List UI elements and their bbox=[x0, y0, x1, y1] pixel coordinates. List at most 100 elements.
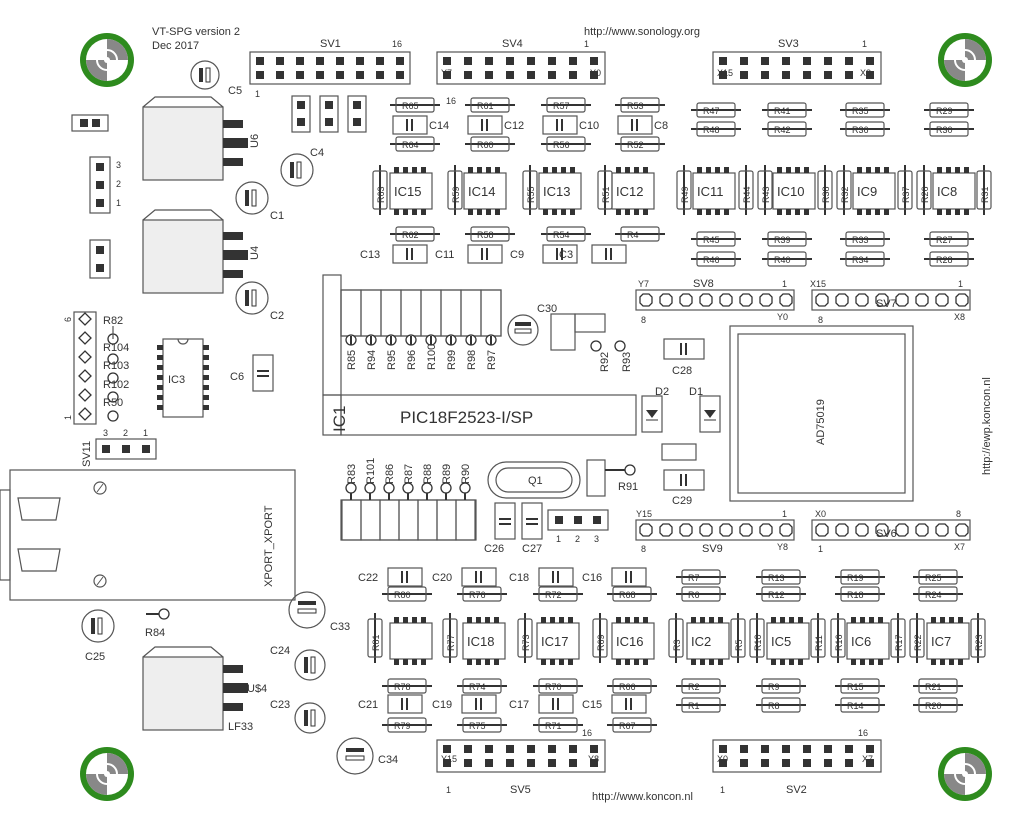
resistor-r30-label: R30 bbox=[936, 125, 953, 135]
capacitor-c10-label: C10 bbox=[579, 120, 599, 132]
jumper-vertical-2[interactable] bbox=[319, 95, 339, 133]
c30-label: C30 bbox=[537, 303, 557, 315]
header-sv6[interactable] bbox=[811, 519, 971, 541]
resistor-r49-label: R49 bbox=[680, 186, 690, 203]
url-top: http://www.sonology.org bbox=[584, 26, 700, 38]
header-6pin-left[interactable] bbox=[73, 311, 97, 425]
resistor-r5-label: R5 bbox=[734, 639, 744, 651]
capacitor-c12: C12 bbox=[467, 115, 524, 135]
c5-label: C5 bbox=[228, 85, 242, 97]
resistor-r24: R24 bbox=[913, 586, 963, 602]
resistor-r9-label: R9 bbox=[768, 682, 780, 692]
sv4-pin16: 16 bbox=[446, 96, 456, 106]
resistor-r100-label: R100 bbox=[426, 344, 438, 370]
c1-label: C1 bbox=[270, 210, 284, 222]
ic-ic5-label: IC5 bbox=[771, 634, 791, 649]
sv6-pin1: 1 bbox=[818, 544, 823, 554]
resistor-r48-label: R48 bbox=[703, 125, 720, 135]
resistor-r39-label: R39 bbox=[774, 235, 791, 245]
xport-label: XPORT_XPORT bbox=[263, 505, 275, 587]
resistor-r84 bbox=[146, 608, 170, 620]
ic3-label: IC3 bbox=[168, 374, 185, 386]
r102-label: R102 bbox=[103, 379, 129, 391]
resistor-r43-label: R43 bbox=[761, 186, 771, 203]
capacitor-c11: C11 bbox=[435, 244, 503, 264]
resistor-r25-label: R25 bbox=[925, 573, 942, 583]
resistor-r34: R34 bbox=[840, 251, 890, 267]
c4-label: C4 bbox=[310, 147, 324, 159]
resistor-r56: R56 bbox=[541, 136, 591, 152]
resistor-r56-label: R56 bbox=[553, 140, 570, 150]
resistor-r67: R67 bbox=[607, 717, 657, 733]
header-sv4[interactable] bbox=[436, 51, 606, 85]
jumper-vertical-1[interactable] bbox=[291, 95, 311, 133]
sv7-pin1: 1 bbox=[958, 279, 963, 289]
sv11-pin1: 1 bbox=[143, 428, 148, 438]
header-sv8[interactable] bbox=[635, 289, 795, 311]
capacitor-c12-label: C12 bbox=[504, 120, 524, 132]
sv5-label: SV5 bbox=[510, 784, 531, 796]
sv7-pin8: 8 bbox=[818, 315, 823, 325]
resistor-r72-label: R72 bbox=[545, 590, 562, 600]
ic-ic14-label: IC14 bbox=[468, 184, 495, 199]
resistor-r39: R39 bbox=[762, 231, 812, 247]
resistor-r3-label: R3 bbox=[672, 639, 682, 651]
resistor-r6: R6 bbox=[676, 586, 726, 602]
resistor-r13-label: R13 bbox=[768, 573, 785, 583]
resistor-r60: R60 bbox=[465, 136, 515, 152]
resistor-r45-label: R45 bbox=[703, 235, 720, 245]
resistor-r14: R14 bbox=[835, 697, 885, 713]
capacitor-c10: C10 bbox=[542, 115, 599, 135]
capacitor-c3-label: C3 bbox=[559, 249, 573, 261]
resistor-r77: R77 bbox=[442, 613, 458, 663]
resistor-r70: R70 bbox=[533, 678, 583, 694]
jumper-3pin-middle[interactable] bbox=[547, 509, 609, 531]
resistor-r69-label: R69 bbox=[596, 634, 606, 651]
jumper-vertical-3[interactable] bbox=[347, 95, 367, 133]
sv9-pin1: 1 bbox=[782, 509, 787, 519]
header-sv1[interactable] bbox=[249, 51, 411, 85]
resistor-r58-label: R58 bbox=[477, 230, 494, 240]
resistor-r64-label: R64 bbox=[402, 140, 419, 150]
ic-ic9-label: IC9 bbox=[857, 184, 877, 199]
resistor-r24-label: R24 bbox=[925, 590, 942, 600]
resistor-r17-label: R17 bbox=[894, 634, 904, 651]
capacitor-c13-label: C13 bbox=[360, 249, 380, 261]
capacitor-c9: C9 bbox=[510, 244, 578, 264]
resistor-r95-label: R95 bbox=[386, 350, 398, 370]
r104-label: R104 bbox=[103, 342, 129, 354]
resistor-r13: R13 bbox=[756, 569, 806, 585]
c25-label: C25 bbox=[85, 651, 105, 663]
resistor-r32: R32 bbox=[836, 165, 852, 215]
resistor-r26: R26 bbox=[916, 165, 932, 215]
resistor-r66: R66 bbox=[607, 678, 657, 694]
resistor-r21: R21 bbox=[913, 678, 963, 694]
resistor-r17: R17 bbox=[890, 613, 906, 663]
capacitor-c18: C18 bbox=[509, 567, 574, 587]
header-sv3[interactable] bbox=[712, 51, 882, 85]
header-sv11[interactable] bbox=[95, 438, 157, 460]
jumper-row-top[interactable] bbox=[291, 95, 367, 133]
resistor-r59: R59 bbox=[447, 165, 463, 215]
header-sv7[interactable] bbox=[811, 289, 971, 311]
resistor-r47: R47 bbox=[691, 102, 741, 118]
sv3-label: SV3 bbox=[778, 38, 799, 50]
resistor-r29-label: R29 bbox=[936, 106, 953, 116]
header-sv2[interactable] bbox=[712, 739, 882, 773]
header-3pin-left[interactable] bbox=[89, 156, 111, 214]
sv8-y7: Y7 bbox=[638, 279, 649, 289]
sv6-pin8: 8 bbox=[956, 509, 961, 519]
header-sv5[interactable] bbox=[436, 739, 606, 773]
jumper-1[interactable] bbox=[71, 114, 109, 132]
header-sv9[interactable] bbox=[635, 519, 795, 541]
resistor-r18-label: R18 bbox=[847, 590, 864, 600]
resistor-r80-label: R80 bbox=[394, 590, 411, 600]
resistor-r23: R23 bbox=[970, 613, 986, 663]
jp-pin2: 2 bbox=[116, 179, 121, 189]
resistor-r14-label: R14 bbox=[847, 701, 864, 711]
c27-label: C27 bbox=[522, 543, 542, 555]
jp-mid-3: 3 bbox=[594, 534, 599, 544]
jumper-2pin-vertical[interactable] bbox=[89, 239, 111, 279]
resistor-r90-label: R90 bbox=[460, 464, 472, 484]
